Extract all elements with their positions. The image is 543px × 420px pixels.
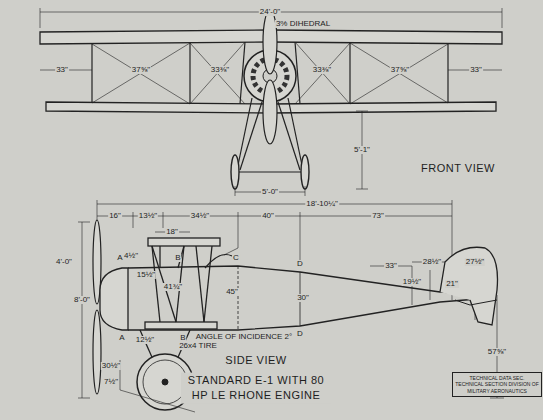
dimension-label: 8'-0"	[73, 296, 91, 304]
dimension-label: A	[116, 254, 123, 262]
dimension-label: 13½"	[138, 212, 158, 220]
dimension-label: 37⅝"	[131, 66, 151, 74]
dimension-label: 26x4 TIRE	[178, 342, 218, 350]
dimension-label: 18"	[165, 228, 179, 236]
dimension-label: 21"	[445, 280, 459, 288]
dimension-label: 18'-10¼"	[305, 200, 339, 208]
dimension-label: 57⅝"	[487, 348, 507, 356]
dimension-label: 5'-1"	[353, 146, 371, 154]
dimension-label: 40"	[261, 212, 275, 220]
dimension-label: 33"	[469, 66, 483, 74]
title-block: TECHNICAL DATA SEC. TECHNICAL SECTION DI…	[452, 372, 542, 397]
dimension-label: 15½"	[136, 271, 156, 279]
dimension-label: 30½"	[101, 362, 121, 370]
dimension-label: 33"	[55, 66, 69, 74]
dimension-label: 24'-0"	[259, 8, 281, 16]
dimension-label: B	[174, 254, 181, 262]
dimension-label: 5'-0"	[261, 188, 279, 196]
dimension-label: 16"	[108, 212, 122, 220]
dimension-label: B	[179, 334, 186, 342]
dimension-label: 33"	[384, 262, 398, 270]
dimension-label: 41¾"	[163, 283, 183, 291]
dimension-label: 4½"	[123, 252, 139, 260]
dimension-label: ANGLE OF INCIDENCE 2°	[195, 333, 294, 341]
dimension-label: 7½"	[103, 378, 119, 386]
dimension-label: C	[232, 254, 240, 262]
dimension-label: 19½"	[402, 278, 422, 286]
dimension-label: 33⅜"	[210, 66, 230, 74]
dimension-label: 27½"	[465, 258, 485, 266]
dimension-label: 12½"	[135, 336, 155, 344]
drawing-title: STANDARD E-1 WITH 80 HP LE RHONE ENGINE	[181, 373, 331, 404]
dimension-label: D	[296, 330, 304, 338]
dimension-label: 33⅜"	[312, 66, 332, 74]
dimension-label: 30"	[296, 294, 310, 302]
view-title: SIDE VIEW	[224, 355, 287, 366]
dimension-label: A	[118, 334, 125, 342]
dimension-label: 73"	[371, 212, 385, 220]
dimension-label: 3% DIHEDRAL	[275, 20, 331, 28]
dimension-label: 45"	[225, 288, 239, 296]
title-block-text: TECHNICAL DATA SEC. TECHNICAL SECTION DI…	[453, 373, 541, 396]
dimension-label: D	[296, 260, 304, 268]
dimension-label: 4'-0"	[55, 258, 73, 266]
dimension-label: 37⅝"	[390, 66, 410, 74]
view-title: FRONT VIEW	[420, 163, 496, 174]
dimension-label: 28½"	[422, 258, 442, 266]
dimension-label: 34½"	[190, 212, 210, 220]
